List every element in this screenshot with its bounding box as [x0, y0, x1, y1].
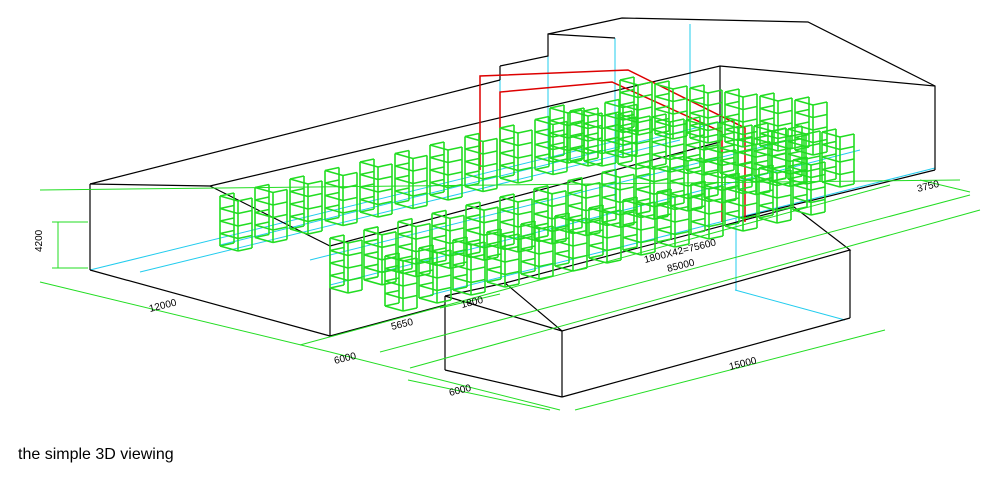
rack	[690, 180, 724, 240]
rack	[254, 183, 288, 244]
dimension-lines	[39, 179, 981, 411]
rack	[418, 244, 452, 304]
rack	[689, 84, 723, 144]
rack	[622, 196, 656, 256]
rack	[289, 175, 323, 235]
dim-annex-length-label: 15000	[728, 355, 758, 373]
rack	[549, 104, 583, 164]
rack	[384, 252, 418, 312]
rack-array	[219, 76, 855, 312]
rack	[363, 226, 397, 286]
rack	[821, 128, 855, 188]
dim-rack-spacing-label: 1800	[460, 295, 485, 311]
dim-offset-label: 5650	[390, 317, 415, 333]
dim-aisle-label: 6000	[333, 351, 358, 367]
caption-text: the simple 3D viewing	[18, 446, 174, 463]
rack	[464, 132, 498, 193]
rack	[617, 110, 651, 170]
annex-building	[444, 206, 852, 398]
rack	[324, 166, 358, 227]
rack	[724, 88, 758, 148]
rack	[219, 192, 253, 252]
rack	[794, 96, 828, 156]
rack	[499, 124, 533, 184]
floor-grid	[89, 24, 936, 321]
rack	[533, 185, 567, 245]
rack	[656, 188, 690, 248]
rack	[724, 172, 758, 232]
rack	[759, 92, 793, 152]
rack	[654, 80, 688, 140]
rack	[486, 228, 520, 288]
rack	[619, 76, 653, 136]
rack	[583, 107, 617, 167]
dim-height-label: 4200	[34, 229, 45, 252]
main-building	[89, 17, 936, 337]
rack	[394, 149, 428, 210]
dim-width-label: 12000	[148, 297, 178, 315]
rack	[520, 220, 554, 280]
rack	[567, 176, 601, 237]
rack	[429, 141, 463, 201]
rack	[452, 236, 486, 296]
rack	[588, 204, 622, 264]
rack	[359, 158, 393, 218]
dim-annex-depth-label: 6000	[448, 383, 473, 399]
rack	[554, 212, 588, 272]
rack	[329, 234, 363, 294]
dim-end-gap-label: 3750	[916, 179, 941, 195]
